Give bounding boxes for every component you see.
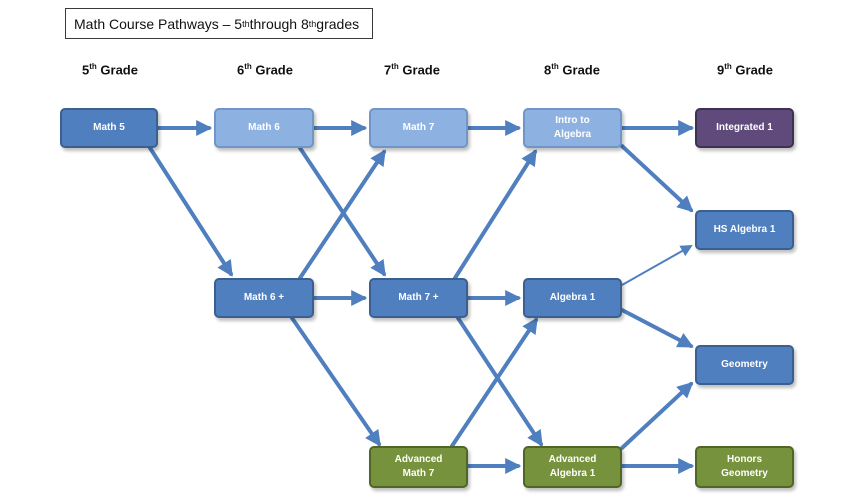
- grade-5-sup: th: [89, 62, 97, 71]
- grade-8-num: 8: [544, 62, 552, 78]
- grade-header-9: 9th Grade: [695, 62, 795, 77]
- grade-6-num: 6: [237, 62, 245, 78]
- node-math-6-plus: Math 6 +: [214, 278, 314, 318]
- title-part3: grades: [316, 15, 360, 32]
- grade-6-label: Grade: [251, 62, 293, 78]
- grade-6-sup: th: [244, 62, 252, 71]
- title-sup1: th: [242, 18, 250, 29]
- node-math-5: Math 5: [60, 108, 158, 148]
- arrow-algebra1-to-geometry: [620, 308, 694, 348]
- arrow-advalgebra1-to-geometry: [620, 381, 694, 450]
- arrow-math6plus-to-advmath7: [290, 316, 381, 447]
- grade-7-label: Grade: [398, 62, 440, 78]
- grade-5-num: 5: [82, 62, 90, 78]
- grade-header-6: 6th Grade: [215, 62, 315, 77]
- title-part1: Math Course Pathways – 5: [74, 15, 243, 32]
- title-part2: through 8: [249, 15, 309, 32]
- node-algebra-1: Algebra 1: [523, 278, 622, 318]
- arrow-math6plus-to-math7: [298, 149, 386, 280]
- grade-9-num: 9: [717, 62, 725, 78]
- node-honors-geometry: Honors Geometry: [695, 446, 794, 488]
- node-hs-algebra-1: HS Algebra 1: [695, 210, 794, 250]
- grade-header-7: 7th Grade: [362, 62, 462, 77]
- arrow-math7plus-to-advalgebra1: [456, 316, 543, 447]
- node-intro-to-algebra: Intro to Algebra: [523, 108, 622, 148]
- grade-8-sup: th: [551, 62, 559, 71]
- arrow-algebra1-to-hs-algebra1: [621, 245, 693, 286]
- node-advanced-algebra-1: Advanced Algebra 1: [523, 446, 622, 488]
- node-geometry: Geometry: [695, 345, 794, 385]
- node-advanced-math-7: Advanced Math 7: [369, 446, 468, 488]
- arrow-math5-to-math6plus: [148, 146, 233, 277]
- grade-9-sup: th: [724, 62, 732, 71]
- arrow-advmath7-to-algebra1: [450, 317, 538, 448]
- grade-header-8: 8th Grade: [522, 62, 622, 77]
- grade-header-5: 5th Grade: [60, 62, 160, 77]
- arrow-math6-to-math7plus: [298, 146, 386, 277]
- grade-7-num: 7: [384, 62, 392, 78]
- grade-8-label: Grade: [558, 62, 600, 78]
- title-sup2: th: [308, 18, 317, 29]
- arrow-intro-algebra-to-hs-algebra1: [620, 144, 694, 213]
- grade-5-label: Grade: [96, 62, 138, 78]
- grade-7-sup: th: [391, 62, 399, 71]
- grade-9-label: Grade: [731, 62, 773, 78]
- arrow-math7plus-to-intro-algebra: [453, 149, 537, 280]
- node-math-7-plus: Math 7 +: [369, 278, 468, 318]
- node-integrated-1: Integrated 1: [695, 108, 794, 148]
- node-math-6: Math 6: [214, 108, 314, 148]
- node-math-7: Math 7: [369, 108, 468, 148]
